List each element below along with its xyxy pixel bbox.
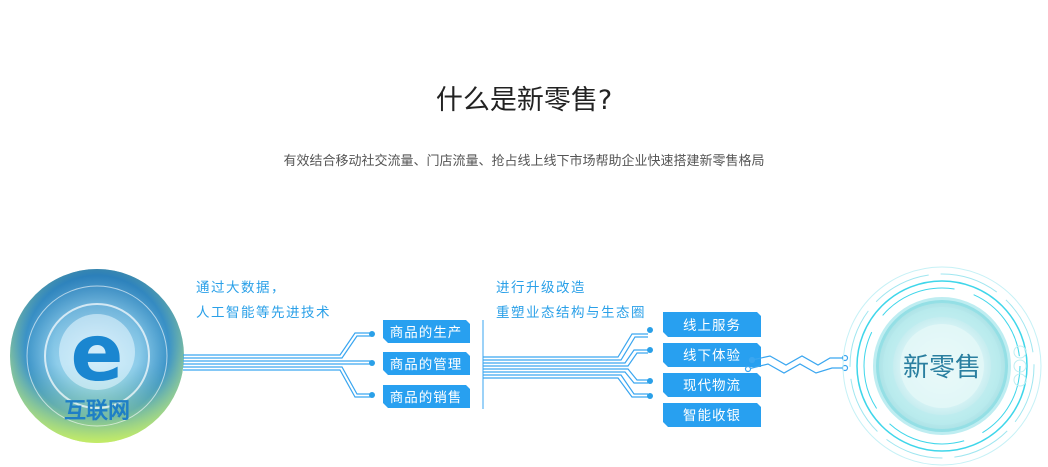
e-logo-icon: e: [71, 309, 124, 399]
left-caption-line-2: 人工智能等先进技术: [196, 304, 331, 321]
new-retail-ring: 新零售: [842, 266, 1042, 466]
page-subtitle: 有效结合移动社交流量、门店流量、抢占线上线下市场帮助企业快速搭建新零售格局: [283, 154, 765, 169]
new-retail-label: 新零售: [903, 353, 981, 383]
middle-box-management: 商品的管理: [383, 352, 470, 375]
internet-label: 互联网: [64, 399, 130, 424]
svg-text:智能收银: 智能收银: [683, 408, 741, 424]
left-connector-lines: [183, 332, 372, 398]
svg-text:线上服务: 线上服务: [683, 318, 741, 334]
right-box-modern-logistics: 现代物流: [663, 373, 761, 397]
right-connector-dots: [647, 327, 653, 399]
svg-text:商品的管理: 商品的管理: [390, 357, 463, 373]
right-box-offline-experience: 线下体验: [663, 343, 761, 367]
right-connector-lines: [483, 333, 648, 398]
svg-text:商品的生产: 商品的生产: [390, 325, 463, 341]
left-caption-line-1: 通过大数据，: [196, 280, 286, 296]
middle-box-sales: 商品的销售: [383, 385, 470, 408]
svg-text:线下体验: 线下体验: [683, 348, 741, 364]
right-box-smart-checkout: 智能收银: [663, 403, 761, 427]
internet-globe: e 互联网: [10, 269, 184, 443]
left-connector-dots: [369, 331, 375, 398]
middle-caption-line-2: 重塑业态结构与生态圈: [496, 305, 646, 321]
middle-box-production: 商品的生产: [383, 320, 470, 343]
page-title: 什么是新零售?: [435, 85, 613, 116]
svg-text:现代物流: 现代物流: [683, 378, 741, 394]
middle-caption-line-1: 进行升级改造: [496, 280, 586, 296]
svg-text:商品的销售: 商品的销售: [390, 390, 463, 406]
right-box-online-service: 线上服务: [663, 312, 761, 337]
